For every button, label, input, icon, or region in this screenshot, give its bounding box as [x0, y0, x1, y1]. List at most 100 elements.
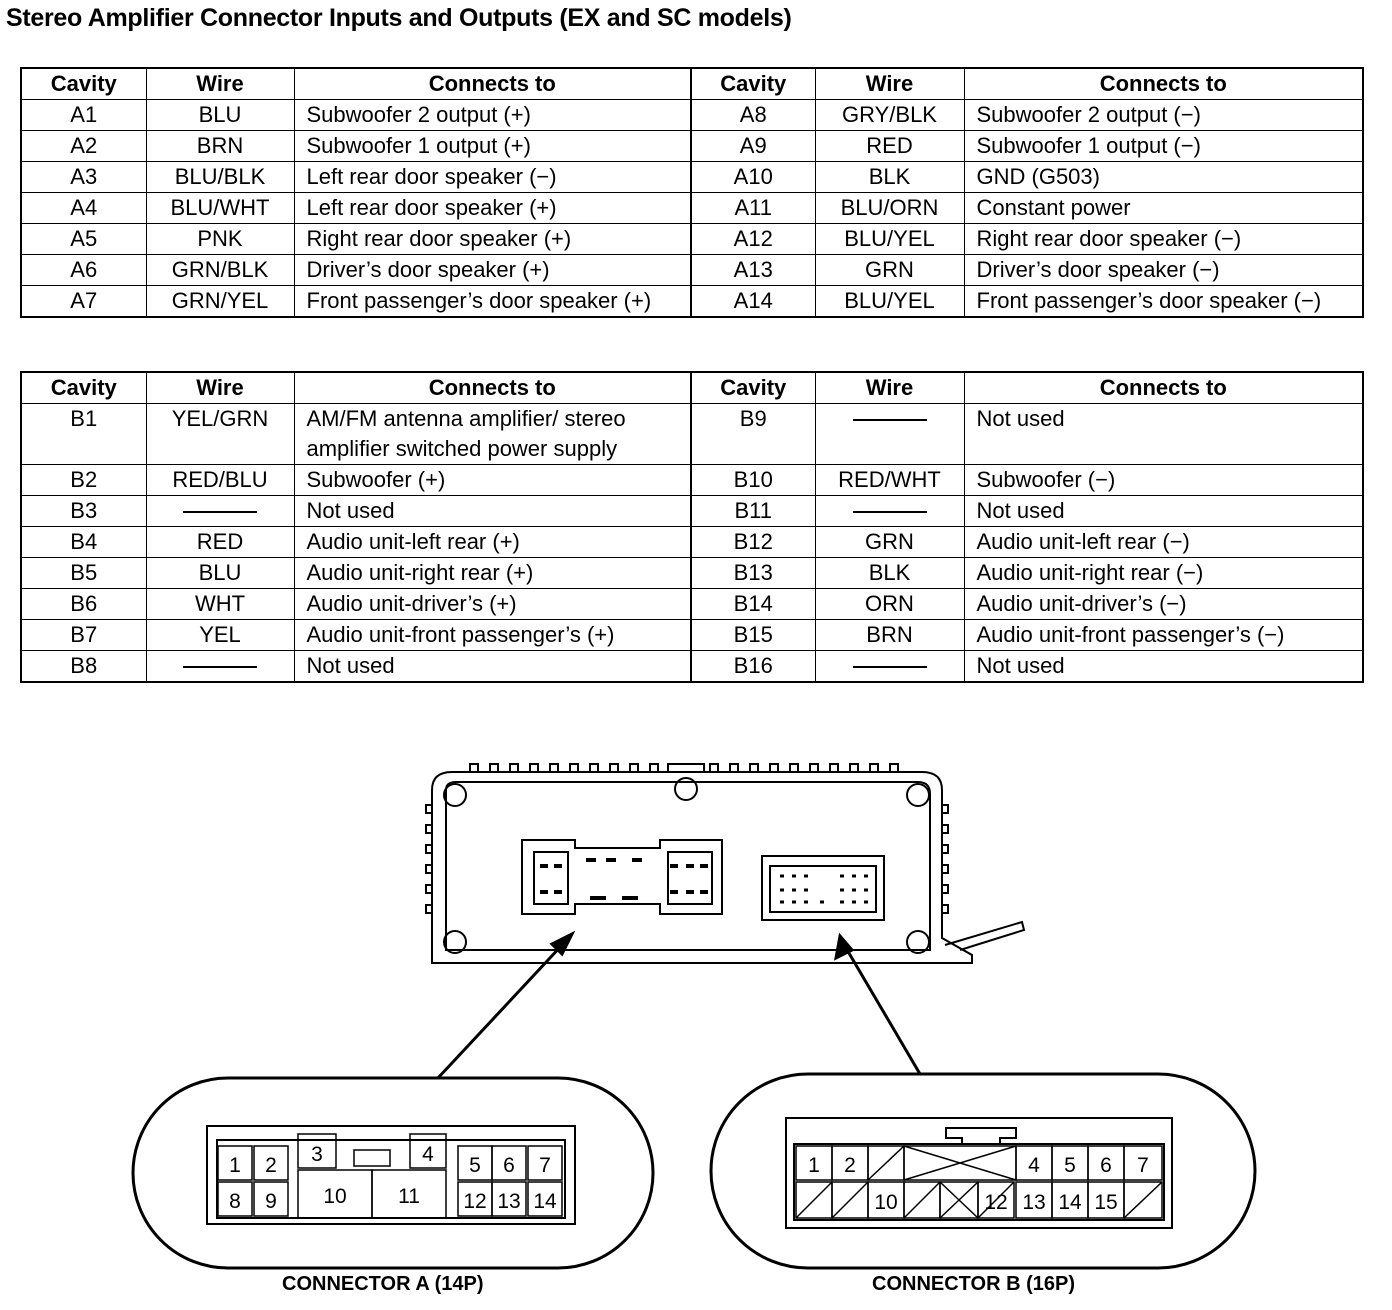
cavity-cell: A14 — [690, 285, 816, 318]
cavity-cell: B2 — [20, 464, 147, 496]
pin-label: 14 — [533, 1190, 557, 1213]
header-connects-to: Connects to — [963, 371, 1364, 404]
amplifier-connector-diagram: 1 2 3 4 5 6 7 8 9 10 11 12 13 14 — [131, 763, 1257, 1270]
pin-label: 6 — [1100, 1154, 1112, 1177]
connects-to-cell: Left rear door speaker (−) — [293, 161, 692, 193]
cavity-cell: A7 — [20, 285, 147, 318]
connects-to-cell: Not used — [293, 650, 692, 683]
cavity-cell: B3 — [20, 495, 147, 527]
mounting-hole — [674, 777, 698, 801]
connects-to-cell: Subwoofer 2 output (−) — [963, 99, 1364, 131]
pin-label: 4 — [422, 1143, 434, 1166]
wire-cell — [145, 650, 295, 683]
connector-a-pin-labels: 1 2 3 4 5 6 7 8 9 10 11 12 13 14 — [229, 1143, 557, 1213]
cavity-cell: B4 — [20, 526, 147, 558]
connects-to-cell: Audio unit-left rear (+) — [293, 526, 692, 558]
connector-b-label: CONNECTOR B (16P) — [872, 1273, 1075, 1295]
cavity-cell: B5 — [20, 557, 147, 589]
cavity-cell: A8 — [690, 99, 816, 131]
wire-cell: BLU — [145, 557, 295, 589]
connects-to-cell: Left rear door speaker (+) — [293, 192, 692, 224]
mounting-hole — [906, 783, 930, 807]
cavity-cell: B7 — [20, 619, 147, 651]
pin-label: 1 — [229, 1154, 241, 1177]
connects-to-cell: Driver’s door speaker (−) — [963, 254, 1364, 286]
wire-cell: BLU/ORN — [814, 192, 965, 224]
cavity-cell: A12 — [690, 223, 816, 255]
pin-label: 15 — [1094, 1191, 1117, 1214]
pin-label: 8 — [229, 1190, 241, 1213]
connector-a-label: CONNECTOR A (14P) — [282, 1273, 484, 1295]
cavity-cell: B11 — [690, 495, 816, 527]
wire-cell: YEL — [145, 619, 295, 651]
cavity-cell: B1 — [20, 403, 147, 465]
pin-label: 7 — [539, 1154, 551, 1177]
wire-cell: PNK — [145, 223, 295, 255]
arrowhead-b — [833, 932, 855, 961]
cavity-cell: A4 — [20, 192, 147, 224]
connects-to-cell: Not used — [963, 495, 1364, 527]
cavity-cell: A10 — [690, 161, 816, 193]
wire-cell: YEL/GRN — [145, 403, 295, 465]
socket-a — [521, 839, 723, 915]
wire-cell: BLU/WHT — [145, 192, 295, 224]
pin-label: 10 — [323, 1185, 346, 1208]
pin-label: 4 — [1028, 1154, 1040, 1177]
cavity-cell: A11 — [690, 192, 816, 224]
wire-cell: BLU/YEL — [814, 223, 965, 255]
connector-b-pin-labels: 1 2 4 5 6 7 10 12 13 14 15 — [808, 1154, 1149, 1214]
mounting-hole — [906, 930, 930, 954]
pin-label: 12 — [984, 1191, 1007, 1214]
wire-cell: GRN — [814, 526, 965, 558]
no-wire-dash — [852, 419, 927, 422]
cavity-cell: B13 — [690, 557, 816, 589]
wire-cell: ORN — [814, 588, 965, 620]
wire-cell — [814, 403, 965, 465]
wire-cell: BLU/BLK — [145, 161, 295, 193]
wire-cell: RED — [145, 526, 295, 558]
header-wire: Wire — [145, 371, 295, 404]
cavity-cell: A1 — [20, 99, 147, 131]
pin-label: 13 — [497, 1190, 520, 1213]
connector-b-detail — [709, 1072, 1257, 1270]
header-cavity: Cavity — [690, 371, 816, 404]
pin-label: 12 — [463, 1190, 486, 1213]
pin-label: 2 — [844, 1154, 856, 1177]
table-header-row: Cavity Wire Connects to Cavity Wire Conn… — [20, 67, 1364, 100]
wire-cell: BLU — [145, 99, 295, 131]
pin-label: 14 — [1058, 1191, 1082, 1214]
connects-to-cell: Audio unit-right rear (+) — [293, 557, 692, 589]
cavity-cell: A5 — [20, 223, 147, 255]
header-cavity: Cavity — [20, 371, 147, 404]
wire-cell — [814, 495, 965, 527]
pin-label: 11 — [398, 1185, 420, 1208]
wire-cell: GRY/BLK — [814, 99, 965, 131]
connects-to-cell: Constant power — [963, 192, 1364, 224]
connector-b-pinout-table: Cavity Wire Connects to Cavity Wire Conn… — [20, 371, 1364, 683]
connects-to-cell: Audio unit-front passenger’s (−) — [963, 619, 1364, 651]
cavity-cell: B16 — [690, 650, 816, 683]
pin-label: 2 — [265, 1154, 277, 1177]
header-cavity: Cavity — [690, 67, 816, 100]
wire-cell: BRN — [145, 130, 295, 162]
pin-label: 3 — [311, 1143, 323, 1166]
connects-to-cell: Right rear door speaker (−) — [963, 223, 1364, 255]
no-wire-dash — [852, 511, 927, 514]
pin-label: 5 — [469, 1154, 481, 1177]
cavity-cell: B14 — [690, 588, 816, 620]
wire-cell: GRN/YEL — [145, 285, 295, 318]
table-header-row: Cavity Wire Connects to Cavity Wire Conn… — [20, 371, 1364, 404]
connects-to-cell: Audio unit-left rear (−) — [963, 526, 1364, 558]
mounting-hole — [443, 783, 467, 807]
connector-a-detail — [131, 1076, 655, 1270]
wire-cell: RED/BLU — [145, 464, 295, 496]
pin-label: 6 — [503, 1154, 515, 1177]
pointer-arrows — [436, 930, 922, 1080]
cavity-cell: B9 — [690, 403, 816, 465]
page-title: Stereo Amplifier Connector Inputs and Ou… — [6, 4, 792, 32]
